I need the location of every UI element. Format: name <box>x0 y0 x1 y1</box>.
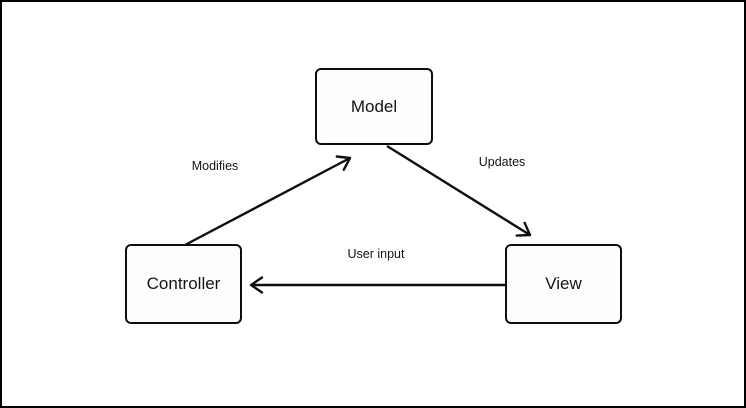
edge-label-updates: Updates <box>478 155 526 170</box>
node-view: View <box>505 244 622 324</box>
node-view-label: View <box>545 274 582 293</box>
node-model-label: Model <box>350 96 398 116</box>
node-controller-label: Controller <box>146 274 221 293</box>
edge-label-user-input: User input <box>347 247 405 262</box>
edge-label-modifies: Modifies <box>191 159 239 174</box>
node-controller: Controller <box>125 244 242 324</box>
node-model: Model <box>315 68 433 145</box>
